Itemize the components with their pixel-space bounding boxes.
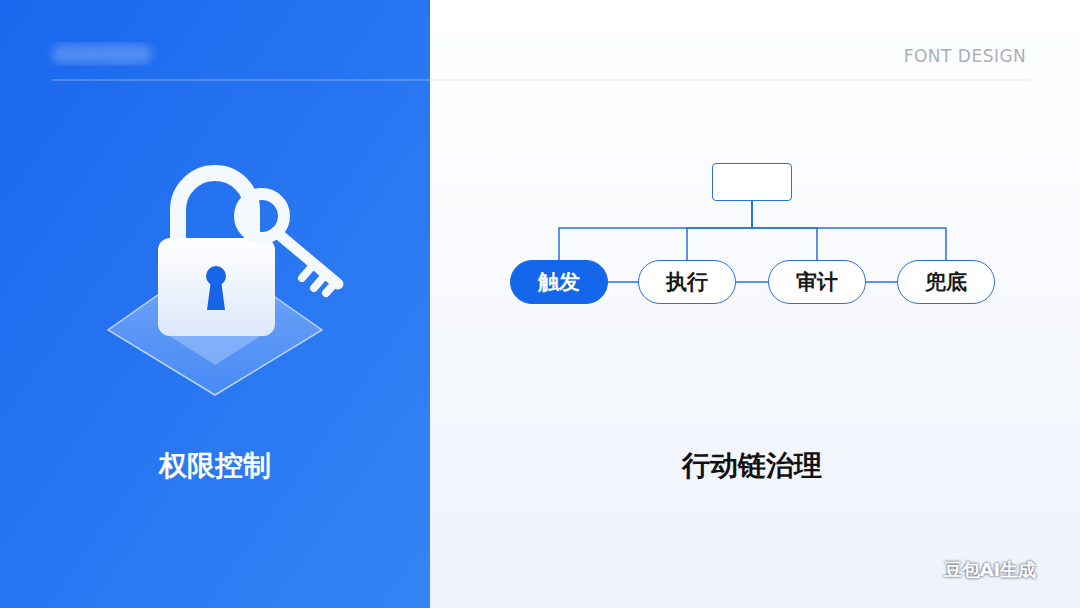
step-pill: 执行 bbox=[638, 260, 736, 304]
left-panel bbox=[0, 0, 430, 608]
connector bbox=[736, 281, 768, 283]
step-pill: 审计 bbox=[768, 260, 866, 304]
blurred-pill bbox=[52, 44, 152, 64]
step-pill: 兜底 bbox=[897, 260, 995, 304]
connector bbox=[559, 201, 752, 260]
header-rule bbox=[52, 80, 430, 81]
connector bbox=[608, 281, 638, 283]
step-text: 兜底 bbox=[925, 268, 967, 296]
lock-illustration bbox=[108, 173, 338, 395]
header-rule bbox=[430, 80, 1030, 81]
watermark: 豆包AI生成 bbox=[944, 558, 1037, 582]
step-text: 执行 bbox=[666, 268, 708, 296]
step-pill: 触发 bbox=[510, 260, 608, 304]
connector bbox=[687, 201, 752, 260]
connector bbox=[752, 201, 817, 260]
diagram-title: 行动链治理 bbox=[682, 447, 822, 485]
header-tag: FONT DESIGN bbox=[904, 46, 1027, 66]
step-text: 审计 bbox=[796, 268, 838, 296]
root-box bbox=[712, 163, 792, 201]
step-text: 触发 bbox=[538, 268, 580, 296]
connector bbox=[752, 201, 946, 260]
connector bbox=[866, 281, 897, 283]
panel-title: 权限控制 bbox=[159, 447, 271, 485]
